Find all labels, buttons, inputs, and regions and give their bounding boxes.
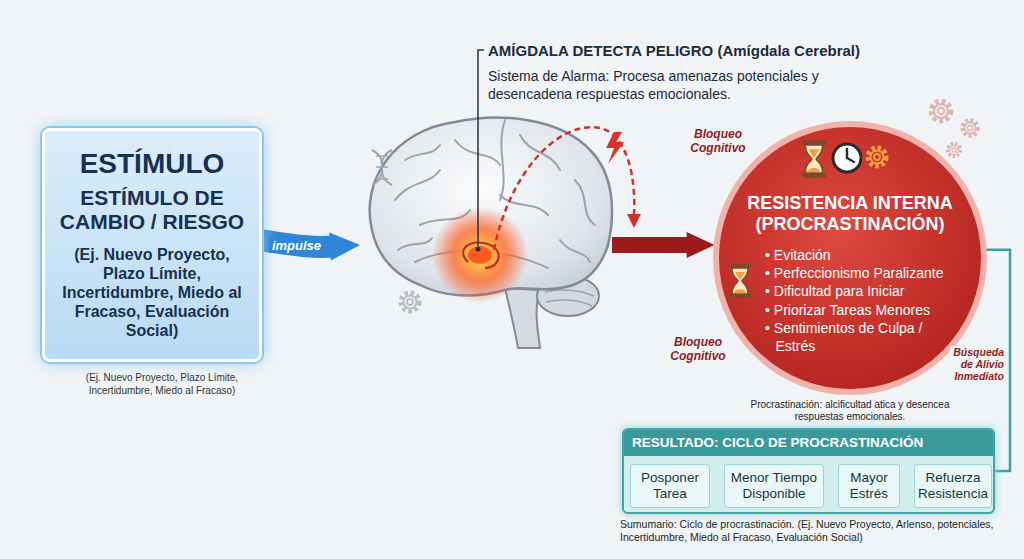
arrow-head [687,232,715,258]
node-text: RESULTADO: CICLO DE PROCRASTINACIÓN [624,430,993,456]
node-text: Sistema de Alarma: Procesa amenazas pote… [488,68,838,103]
circle-outline [833,144,861,172]
brain-illustration [398,238,432,250]
connector-arrow [262,233,360,261]
gear-icons [401,293,419,311]
node-text: • Sentimientos de Culpa / Estrés [765,319,965,355]
brain-illustration [370,118,612,348]
node-text: • Evitación [765,246,965,264]
node-text: Posponer Tarea [634,470,706,502]
annotation-label: Procrastinación: alcificultad atica y de… [730,399,970,423]
cycle-step: Posponer Tarea [630,464,710,508]
node-text: Refuerza Resistencia [918,470,988,502]
stimulus-box: ESTÍMULO ESTÍMULO DE CAMBIO / RIESGO (Ej. … [42,128,262,362]
edge-label: impulse [269,238,324,254]
gear-icons [948,144,961,157]
circle-outline [713,121,987,395]
alarm-signal [494,127,634,250]
leader-line [476,50,485,252]
connector-arrow [612,232,715,258]
connector-line [612,237,688,253]
circle-outline [802,141,826,178]
dna-icon [372,150,392,185]
circle-outline [716,124,984,392]
circle-outline [868,148,886,166]
node-text: AMÍGDALA DETECTA PELIGRO (Amígdala Cereb… [488,42,860,60]
bullet-list: • Evitación• Perfeccionismo Paralizante•… [765,246,965,355]
brain-illustration [500,120,505,200]
node-text: • Priorizar Tareas Menores [765,301,965,319]
cycle-step: Menor Tiempo Disponible [724,464,824,508]
node-text: ESTÍMULO DE CAMBIO / RIESGO [55,186,249,234]
dna-icon [372,150,392,185]
brain-illustration [395,170,440,200]
brain-illustration [560,240,590,262]
result-box: RESULTADO: CICLO DE PROCRASTINACIÓN Pospo… [622,428,995,514]
node-text: RESISTENCIA INTERNA (PROCRASTINACIÓN) [725,193,975,234]
caption: Sumumario: Ciclo de procrastinación. (Ej… [620,518,1015,544]
circle-outline [729,264,751,298]
brain-illustration [432,207,528,303]
annotation-label: Bloqueo Cognitivo [686,128,750,156]
node-text: Mayor Estrés [842,470,896,502]
dna-icon [376,156,388,179]
node-text: • Dificultad para Iniciar [765,282,965,300]
brain-illustration [575,180,595,225]
node-text: Menor Tiempo Disponible [728,470,820,502]
gear-icons [931,101,950,120]
brain-illustration [463,242,499,268]
arrow-head [329,233,360,261]
brain-illustration [545,290,594,306]
node-text: (Ej. Nuevo Proyecto, Plazo Límite, Incer… [55,245,249,341]
brain-illustration [520,135,560,170]
alarm-signal [494,127,641,250]
gear-icons [962,120,977,135]
annotation-label: (Ej. Nuevo Proyecto, Plazo Límite, Incer… [62,372,262,397]
cycle-step: Mayor Estrés [838,464,900,508]
leader-line [476,247,481,252]
resistance-circle: RESISTENCIA INTERNA (PROCRASTINACIÓN) • E… [713,121,987,395]
alarm-signal [627,214,641,228]
brain-illustration [405,145,440,160]
amygdala-brain: AMÍGDALA DETECTA PELIGRO (Amígdala Cereb… [360,115,612,345]
node-text: • Perfeccionismo Paralizante [765,264,965,282]
brain-illustration [500,195,548,215]
brain-illustration [505,288,540,348]
dna-icon [372,150,392,185]
annotation-label: Búsqueda de Alivio Inmediato [950,346,1004,382]
leader-line [478,50,484,246]
cycle-step: Refuerza Resistencia [914,464,992,508]
node-text: ESTÍMULO [55,149,249,180]
annotation-label: Bloqueo Cognitivo [666,336,730,364]
alarm-signal [606,132,624,164]
brain-illustration [468,246,492,264]
